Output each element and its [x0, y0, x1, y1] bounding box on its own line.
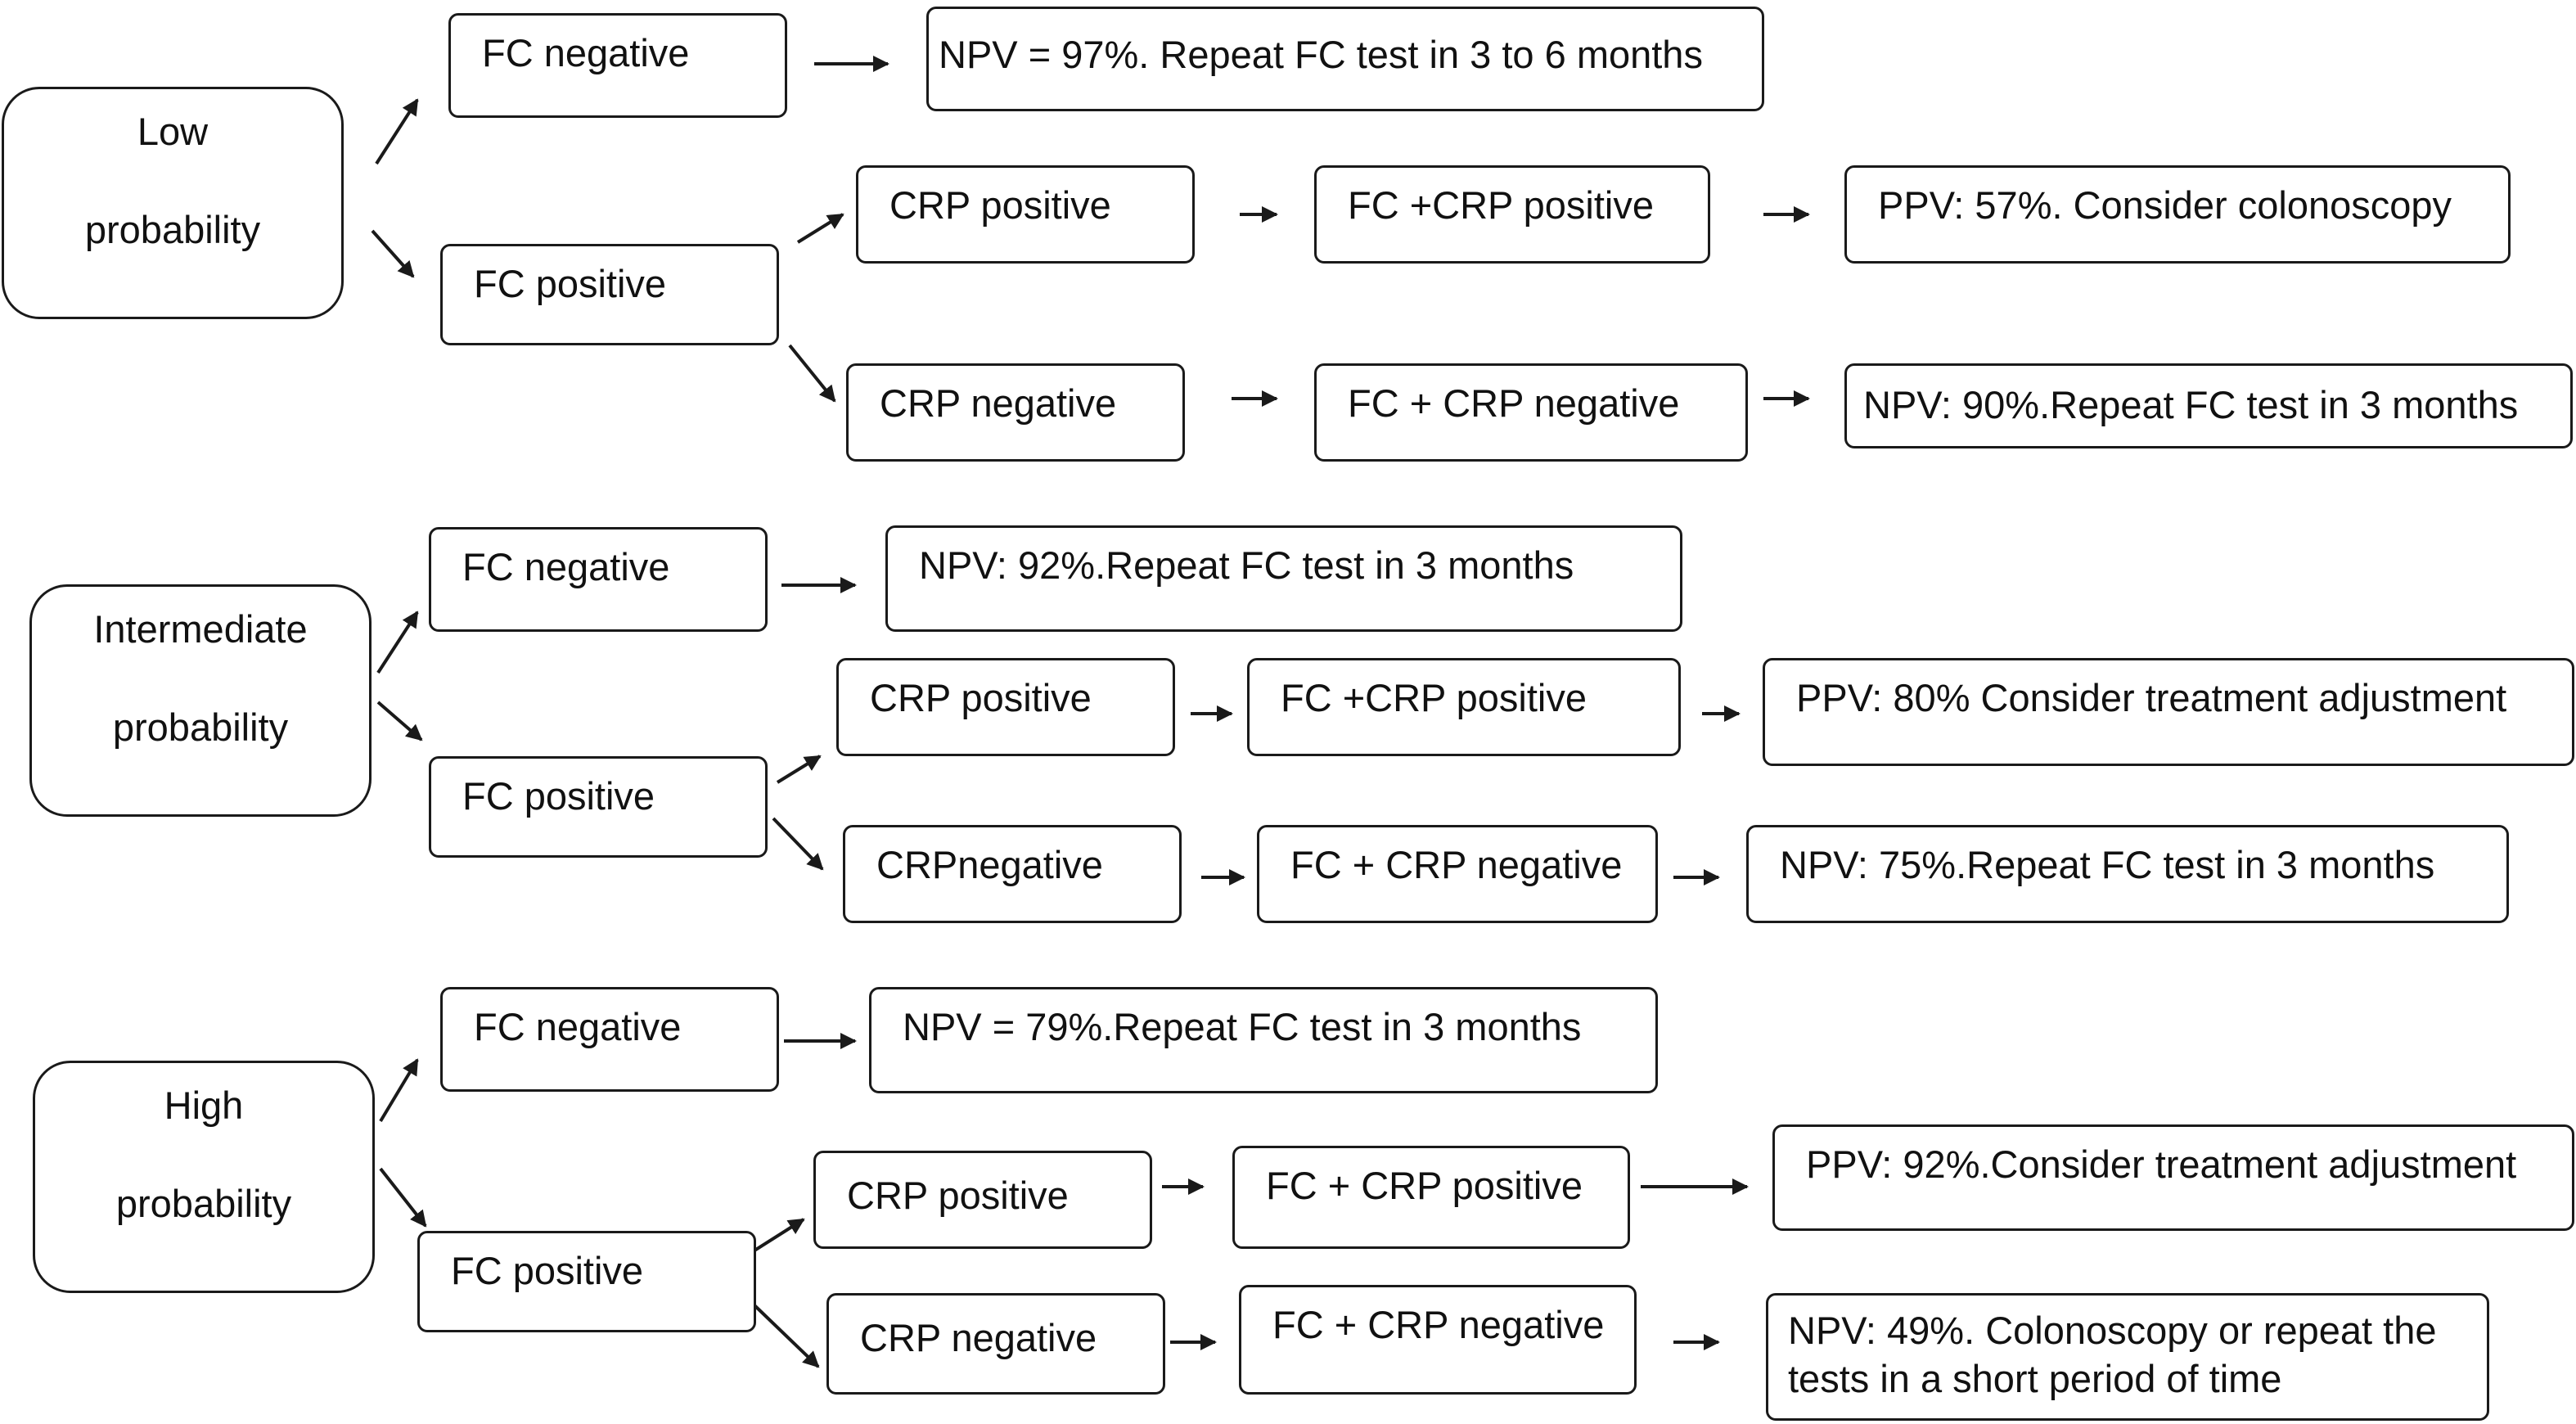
fc-positive-node: FC positive: [429, 756, 768, 858]
category-label: probability: [115, 1182, 292, 1226]
arrow-icon: [379, 1058, 419, 1123]
fc-crp-positive-node: FC + CRP positive: [1232, 1146, 1630, 1249]
fc-negative-node: FC negative: [429, 527, 768, 632]
npv-result-node: NPV: 90%.Repeat FC test in 3 months: [1844, 363, 2573, 448]
fc-positive-node: FC positive: [440, 244, 779, 345]
npv-result-node: NPV: 92%.Repeat FC test in 3 months: [885, 525, 1682, 632]
arrow-icon: [796, 213, 844, 244]
category-label: probability: [112, 705, 289, 750]
fc-crp-negative-node: FC + CRP negative: [1257, 825, 1658, 923]
npv-result-node: NPV = 79%.Repeat FC test in 3 months: [869, 987, 1658, 1093]
fc-crp-negative-node: FC + CRP negative: [1314, 363, 1748, 462]
arrow-icon: [371, 229, 415, 278]
fc-negative-node: FC negative: [448, 13, 787, 118]
npv-result-node: NPV: 75%.Repeat FC test in 3 months: [1746, 825, 2509, 923]
arrow-icon: [788, 344, 836, 403]
ppv-result-node: PPV: 80% Consider treatment adjustment: [1763, 658, 2574, 766]
crp-negative-node: CRP negative: [846, 363, 1185, 462]
category-label: Intermediate: [93, 607, 308, 651]
crp-positive-node: CRP positive: [813, 1151, 1152, 1249]
fc-crp-positive-node: FC +CRP positive: [1314, 165, 1710, 264]
category-label: Low: [137, 110, 209, 153]
fc-crp-positive-node: FC +CRP positive: [1247, 658, 1681, 756]
arrow-icon: [375, 98, 419, 165]
crp-positive-node: CRP positive: [856, 165, 1195, 264]
arrow-icon: [376, 701, 423, 741]
arrow-icon: [376, 611, 419, 674]
ppv-result-node: PPV: 57%. Consider colonoscopy: [1844, 165, 2511, 264]
ppv-result-node: PPV: 92%.Consider treatment adjustment: [1772, 1124, 2574, 1231]
arrow-icon: [772, 817, 824, 871]
crp-negative-node: CRP negative: [826, 1293, 1165, 1395]
arrow-icon: [379, 1167, 427, 1228]
fc-negative-node: FC negative: [440, 987, 779, 1092]
npv-result-node: NPV = 97%. Repeat FC test in 3 to 6 mont…: [926, 7, 1764, 111]
crp-negative-node: CRPnegative: [843, 825, 1182, 923]
arrow-icon: [753, 1218, 805, 1252]
low-probability-node: Low probability: [2, 87, 344, 319]
intermediate-probability-node: Intermediate probability: [29, 584, 372, 817]
fc-crp-negative-node: FC + CRP negative: [1239, 1285, 1637, 1395]
category-label: High: [164, 1084, 244, 1127]
fc-positive-node: FC positive: [417, 1231, 756, 1332]
category-label: probability: [84, 208, 261, 252]
crp-positive-node: CRP positive: [836, 658, 1175, 756]
arrow-icon: [776, 755, 822, 784]
npv-result-node: NPV: 49%. Colonoscopy or repeat the test…: [1766, 1293, 2489, 1421]
arrow-icon: [753, 1304, 820, 1368]
high-probability-node: High probability: [33, 1061, 375, 1293]
